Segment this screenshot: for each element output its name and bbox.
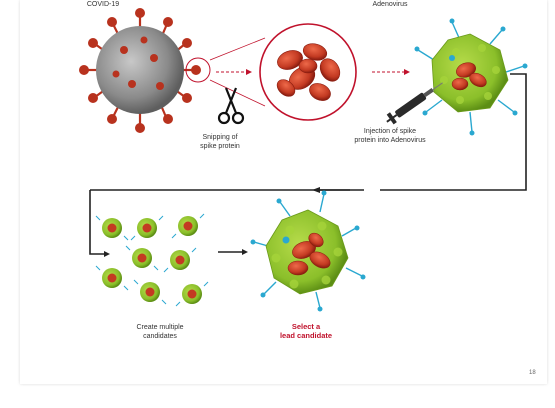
injection-line-2: protein into Adenovirus [354,137,426,144]
label-covid: COVID-19 [86,1,120,8]
lead-candidate-image [250,190,366,312]
diagram-art [79,8,528,312]
candidates-grid [95,213,209,307]
select-line-2: lead candidate [279,331,333,340]
label-create-candidates: Create multiple candidates [120,323,200,341]
slide: COVID-19 Adenovirus Snipping of spike pr… [20,0,547,384]
adenovirus-image [414,18,528,136]
label-adenovirus: Adenovirus [372,1,408,8]
create-line-1: Create multiple [136,324,184,331]
label-snipping: Snipping of spike protein [180,133,260,151]
scissors-icon [217,87,245,125]
label-select-lead: Select a lead candidate [266,322,346,340]
create-line-2: candidates [143,333,177,340]
arrow-to-lead [218,249,248,255]
arrow-head-left [312,187,320,193]
spike-protein-zoom [259,23,357,121]
snipping-line-2: spike protein [200,143,240,150]
select-line-1: Select a [291,322,321,331]
label-injection: Injection of spike protein into Adenovir… [340,127,440,145]
arrow-to-adenovirus [372,69,410,75]
arrow-to-spike [216,69,252,75]
snipping-line-1: Snipping of [202,134,238,141]
syringe-icon [386,82,443,125]
covid-virus-image [79,8,211,133]
page-number: 18 [529,370,536,376]
injection-line-1: Injection of spike [363,128,417,135]
